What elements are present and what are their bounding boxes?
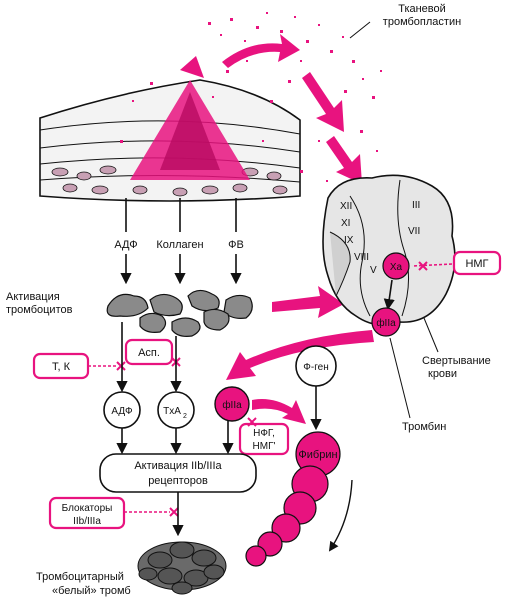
blockers-line2: IIb/IIIa [73,516,101,527]
txa2-label: TxA [163,406,181,417]
receptor-activation-line2: рецепторов [148,475,208,487]
leader-thromboplastin [349,21,371,39]
nmg-label-2: НМГ' [253,441,276,452]
fibrin-chain [245,431,341,567]
blockers-box [48,496,126,530]
nfg-inhibit-mark [247,417,257,427]
nmg-inhibit-mark [418,261,428,271]
nfg-nmg-box [238,422,290,456]
fiia-small-label: фIIa [222,399,242,411]
nfg-label: НФГ, [253,428,275,439]
label-adp-top: АДФ [114,239,137,251]
factor-ix: IX [344,235,354,246]
blockers-line1: Блокаторы [62,503,113,514]
factor-v: V [370,265,377,276]
thromboplastin-arrows [222,34,362,184]
asp-label: Асп. [138,347,160,359]
factor-vii: VII [408,226,420,237]
txa2-subscript: 2 [183,413,187,420]
arrow-fibrin-polymer [328,479,353,552]
vessel-wall [39,56,301,202]
leader-thrombin [389,337,411,419]
fiia-node [371,307,401,337]
xa-label: Xa [390,262,403,273]
adp-circle-label: АДФ [111,406,133,417]
fiia-label: фIIa [376,317,396,329]
fgen-label: Ф-ген [303,362,328,373]
white-thrombus [137,541,227,595]
leader-coagulation [423,317,439,353]
arrow-xa-to-fiia [383,279,395,311]
fiia-small-circle [214,386,250,422]
white-thrombus-line1: Тромбоцитарный [36,571,124,583]
blockers-inhibit-mark [169,507,179,517]
activated-platelets [106,289,253,337]
factor-xi: XI [341,218,350,229]
nmg-inhibition-line [411,263,453,267]
asp-box [124,338,174,366]
nmg-box [452,250,502,276]
arrow-thrombin-feedback [226,330,374,380]
label-coagulation-line2: крови [428,368,457,380]
xa-node [382,252,410,280]
factor-xii: XII [340,201,352,212]
arrow-fiia-to-fibrin [252,399,306,424]
coagulation-complex [322,174,456,326]
fibrin-label: Фибрин [298,449,337,461]
factor-iii: III [412,200,420,211]
label-collagen: Коллаген [156,239,203,251]
label-thrombin: Тромбин [402,421,446,433]
wall-to-agonists [120,198,242,285]
tk-inhibit-mark [116,361,126,371]
tk-label: Т, К [52,361,71,373]
label-platelet-activation-line1: Активация [6,291,60,303]
label-tissue-thromboplastin-line2: тромбопластин [383,16,461,28]
label-platelet-activation-line2: тромбоцитов [6,304,73,316]
label-tissue-thromboplastin-line1: Тканевой [398,3,446,15]
label-coagulation-line1: Свертывание [422,355,491,367]
nmg-label: НМГ [465,258,488,270]
factor-viii: VIII [354,252,369,263]
receptor-activation-line1: Активация IIb/IIIa [134,460,222,472]
arrow-platelets-to-coagulation [272,286,344,318]
white-thrombus-line2: «белый» тромб [52,585,131,597]
label-vwf: ФВ [228,239,244,251]
